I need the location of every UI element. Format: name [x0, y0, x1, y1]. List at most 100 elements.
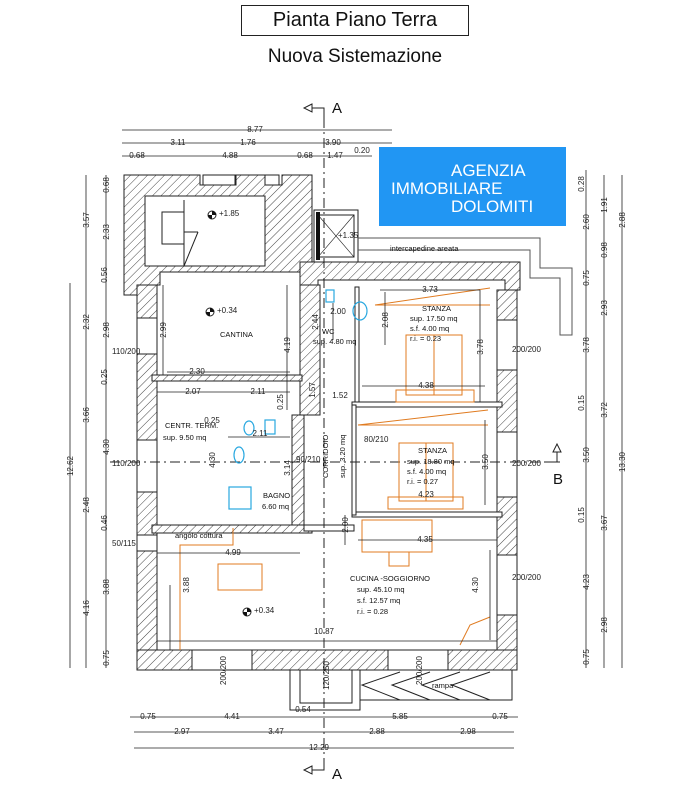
dim-interior: 4.99 — [225, 548, 241, 557]
opening-label: 200/200 — [415, 656, 424, 685]
dim-interior: 4.35 — [417, 535, 433, 544]
dim-interior: 4.23 — [418, 490, 434, 499]
brand-line-3: DOLOMITI — [451, 197, 534, 216]
dim-left: 2.32 — [82, 314, 91, 330]
opening-labels: 110/200 110/200 50/115 200/200 200/200 2… — [112, 345, 541, 690]
room-bagno-name: BAGNO — [263, 491, 290, 500]
dim-left: 0.46 — [100, 515, 109, 531]
room-corridoio-sup: sup. 3.20 mq — [338, 435, 347, 478]
opening-label: 50/115 — [112, 539, 136, 548]
dim-bottom: 0.75 — [140, 712, 156, 721]
dim-left: 2.98 — [102, 322, 111, 338]
dim-interior: 4.30 — [208, 452, 217, 468]
room-stanza2-sf: s.f. 4.00 mq — [407, 467, 446, 476]
dim-interior: 3.88 — [182, 577, 191, 593]
dim-top: 3.90 — [325, 138, 341, 147]
walls — [123, 174, 521, 671]
section-b-label: B — [553, 471, 563, 488]
opening-label: 110/200 — [112, 459, 141, 468]
level-label: +0.34 — [254, 606, 275, 615]
dim-interior: 1.57 — [308, 382, 317, 398]
section-a-top-label: A — [332, 100, 342, 117]
dim-left: 0.25 — [100, 369, 109, 385]
dim-right: 2.93 — [600, 300, 609, 316]
furniture — [179, 287, 491, 650]
dim-right: 0.28 — [577, 176, 586, 192]
room-centrale-name: CENTR. TERM. — [165, 421, 218, 430]
room-stanza2-sup: sup. 18.80 mq — [407, 457, 455, 466]
dim-top: 1.76 — [240, 138, 256, 147]
dim-right: 0.75 — [582, 270, 591, 286]
dim-interior: 10.87 — [314, 627, 335, 636]
dim-left-total: 12.62 — [66, 455, 75, 476]
dim-left: 4.16 — [82, 600, 91, 616]
dim-left: 3.88 — [102, 579, 111, 595]
dim-interior: 4.30 — [471, 577, 480, 593]
dim-right: 2.88 — [618, 212, 627, 228]
dim-right-total: 13.30 — [618, 451, 627, 472]
plan-title: Pianta Piano Terra — [241, 5, 469, 36]
dim-bottom: 2.97 — [174, 727, 190, 736]
dim-right: 3.67 — [600, 515, 609, 531]
room-cantina: CANTINA — [220, 330, 253, 339]
dim-bottom: 4.41 — [224, 712, 240, 721]
dim-interior: 1.52 — [332, 391, 348, 400]
bathroom-fixtures — [228, 289, 368, 510]
opening-label: 90/210 — [296, 455, 321, 464]
room-wc-sup: sup. 4.80 mq — [313, 337, 356, 346]
dim-left: 0.56 — [100, 267, 109, 283]
room-cucina-name: CUCINA -SOGGIORNO — [350, 574, 430, 583]
dim-interior: 3.50 — [481, 454, 490, 470]
intercapedine-outline — [358, 237, 573, 336]
dim-top: 0.20 — [354, 146, 370, 155]
dim-interior: 0.25 — [276, 394, 285, 410]
dim-interior: 4.38 — [418, 381, 434, 390]
opening-label: 200/200 — [512, 459, 541, 468]
agency-logo: AGENZIA IMMOBILIARE DOLOMITI — [379, 147, 566, 226]
dim-top: 0.68 — [129, 151, 145, 160]
dim-interior: 2.30 — [189, 367, 205, 376]
dim-right: 0.15 — [577, 395, 586, 411]
dim-interior: 2.11 — [253, 429, 269, 438]
brand-line-2: IMMOBILIARE — [391, 179, 503, 198]
room-stanza1-sup: sup. 17.50 mq — [410, 314, 458, 323]
level-markers: +1.85 +0.34 +0.34 +1.35 — [205, 209, 359, 617]
dim-interior: 4.19 — [283, 337, 292, 353]
dim-right: 2.60 — [582, 214, 591, 230]
dim-interior: 3.73 — [422, 285, 438, 294]
dim-left: 0.68 — [102, 177, 111, 193]
level-label: +1.35 — [338, 231, 359, 240]
dim-left: 3.66 — [82, 407, 91, 423]
dim-top: 0.68 — [297, 151, 313, 160]
section-a-bottom-label: A — [332, 766, 342, 783]
room-stanza1-ri: r.i. = 0.23 — [410, 334, 441, 343]
room-cucina-sup: sup. 45.10 mq — [357, 585, 405, 594]
dim-bottom-total: 12.29 — [309, 743, 330, 752]
dim-right: 2.98 — [600, 617, 609, 633]
opening-label: 120/250 — [322, 661, 331, 690]
dim-interior: 2.00 — [330, 307, 346, 316]
dim-left: 3.57 — [82, 212, 91, 228]
dim-top: 1.47 — [327, 151, 343, 160]
dim-right: 3.50 — [582, 447, 591, 463]
dim-interior: 0.25 — [204, 416, 220, 425]
angolo-cottura-label: angolo cottura — [175, 531, 223, 540]
intercapedine-label: intercapedine areata — [390, 244, 459, 253]
dim-left: 4.30 — [102, 439, 111, 455]
dim-right: 3.78 — [582, 337, 591, 353]
dim-interior: 2.99 — [159, 322, 168, 338]
dim-interior: 2.00 — [341, 517, 350, 533]
room-stanza2-name: STANZA — [418, 446, 447, 455]
dim-left: 0.75 — [102, 650, 111, 666]
dim-interior: 3.78 — [476, 339, 485, 355]
dim-right: 0.15 — [577, 507, 586, 523]
plan-subtitle: Nuova Sistemazione — [267, 46, 443, 67]
room-bagno-sup: 6.60 mq — [262, 502, 289, 511]
dim-top: 4.88 — [222, 151, 238, 160]
room-labels: CANTINA WC sup. 4.80 mq STANZA sup. 17.5… — [163, 244, 459, 690]
opening-label: 110/200 — [112, 347, 141, 356]
dim-interior: 2.11 — [251, 387, 267, 396]
dimension-lines — [69, 129, 623, 749]
dim-interior: 3.14 — [283, 460, 292, 476]
